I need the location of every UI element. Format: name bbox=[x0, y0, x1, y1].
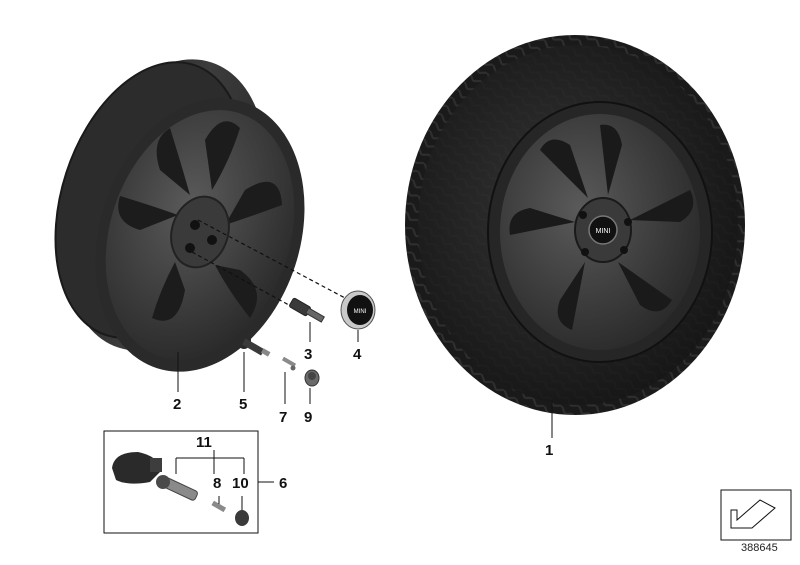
complete-wheel-illustration: MINI bbox=[405, 35, 745, 415]
rim-bolt-hole bbox=[207, 235, 217, 245]
valve-cap-illustration bbox=[304, 369, 320, 387]
leader-lines bbox=[177, 322, 553, 438]
diagram-id: 388645 bbox=[741, 542, 778, 554]
valve-illustration bbox=[237, 331, 271, 357]
tpms-sensor-illustration bbox=[112, 452, 198, 501]
callout-3: 3 bbox=[304, 346, 313, 363]
callout-5: 5 bbox=[239, 396, 248, 413]
tpms-kit-box bbox=[103, 430, 274, 534]
hub-cap-illustration: MINI bbox=[340, 290, 376, 330]
wheel-bolt bbox=[581, 248, 589, 256]
wheel-hub-logo: MINI bbox=[596, 228, 611, 235]
assembly-line-bolt bbox=[191, 251, 299, 311]
kit-bracket bbox=[175, 450, 245, 510]
rim-illustration bbox=[54, 59, 346, 372]
callout-7: 7 bbox=[279, 409, 288, 426]
callout-9: 9 bbox=[304, 409, 313, 426]
rim-bolt-hole bbox=[185, 243, 195, 253]
rim-bolt-hole bbox=[190, 220, 200, 230]
callout-2: 2 bbox=[173, 396, 182, 413]
rim-spoke-openings bbox=[118, 121, 282, 321]
hub-cap-logo: MINI bbox=[354, 309, 367, 315]
callout-6: 6 bbox=[279, 475, 288, 492]
kit-valve-cap bbox=[235, 510, 249, 526]
wheel-hub-cap bbox=[588, 215, 618, 245]
callout-1: 1 bbox=[545, 442, 554, 459]
wheel-bolt bbox=[620, 246, 628, 254]
wheel-bolt-illustration bbox=[289, 297, 325, 323]
callout-4: 4 bbox=[353, 346, 362, 363]
wheel-bolt bbox=[579, 211, 587, 219]
valve-insert-illustration bbox=[281, 356, 297, 371]
direction-marker bbox=[720, 489, 792, 541]
wheel-spoke-openings bbox=[509, 124, 694, 330]
callout-10: 10 bbox=[232, 475, 249, 492]
wheel-bolt bbox=[624, 218, 632, 226]
kit-valve-insert bbox=[211, 500, 227, 513]
callout-8: 8 bbox=[213, 475, 222, 492]
callout-11: 11 bbox=[196, 434, 212, 451]
